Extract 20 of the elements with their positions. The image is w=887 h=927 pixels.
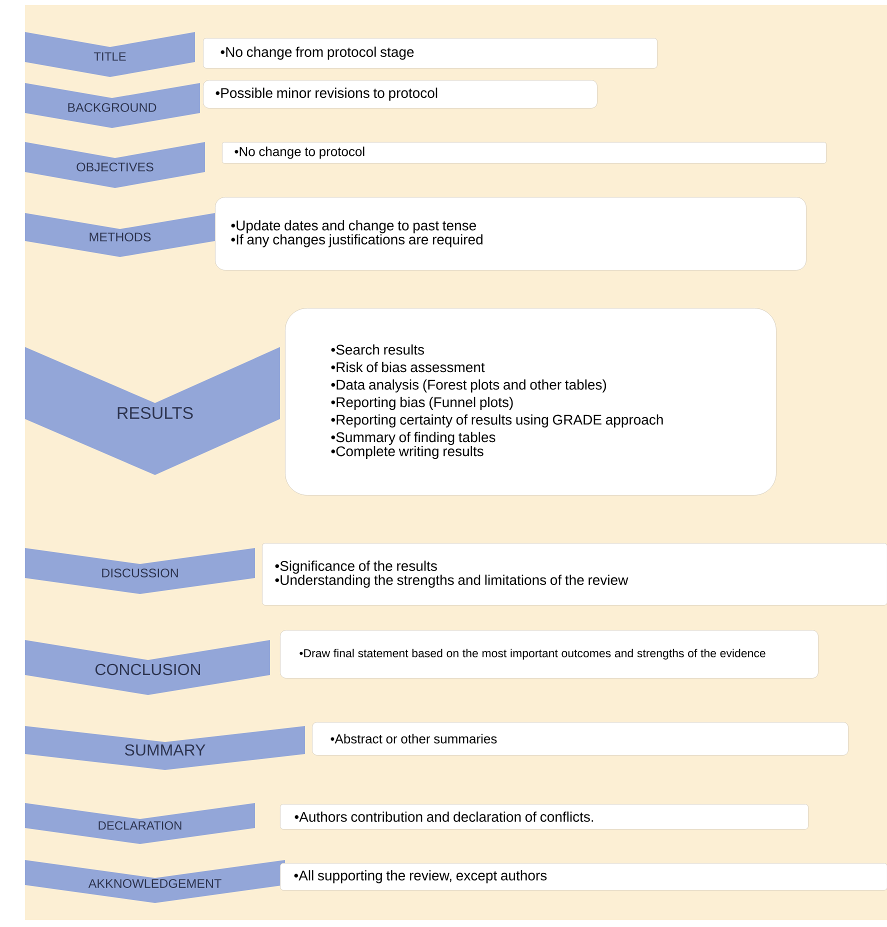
chevron-label: TITLE [25,32,195,77]
text-box: •All supporting the review, except authors [280,863,887,890]
text-box: •Draw final statement based on the most important outcomes and strengths of the evidence [280,630,818,678]
chevron-label: RESULTS [25,347,280,475]
text-box: •No change to protocol [222,142,826,164]
text-box: •Update dates and change to past tense •If any changes justifications are required [215,197,806,270]
text-box: •No change from protocol stage [203,38,658,68]
text-box: •Abstract or other summaries [312,722,848,756]
chevron-label: DISCUSSION [25,548,255,594]
chevron-label: AKKNOWLEDGEMENT [25,860,285,903]
text-box: •Authors contribution and declaration of conflicts. [280,804,808,830]
chevron-label: SUMMARY [25,726,305,770]
chevron-label: BACKGROUND [25,83,200,128]
chevron-label: METHODS [25,213,215,257]
chevron-label: CONCLUSION [25,640,270,695]
text-box: •Significance of the results •Understanding the strengths and limitations of the review [262,543,887,606]
text-box: •Possible minor revisions to protocol [203,80,598,108]
chevron-label: OBJECTIVES [25,142,205,188]
text-box: •Search results •Risk of bias assessment •Data analysis (Forest plots and other tables) •Reporting bias (Funnel plots) •Reporting certainty of results using GRADE approach •Summary of finding tables •Complete writing results [285,308,776,496]
chevron-label: DECLARATION [25,803,255,844]
